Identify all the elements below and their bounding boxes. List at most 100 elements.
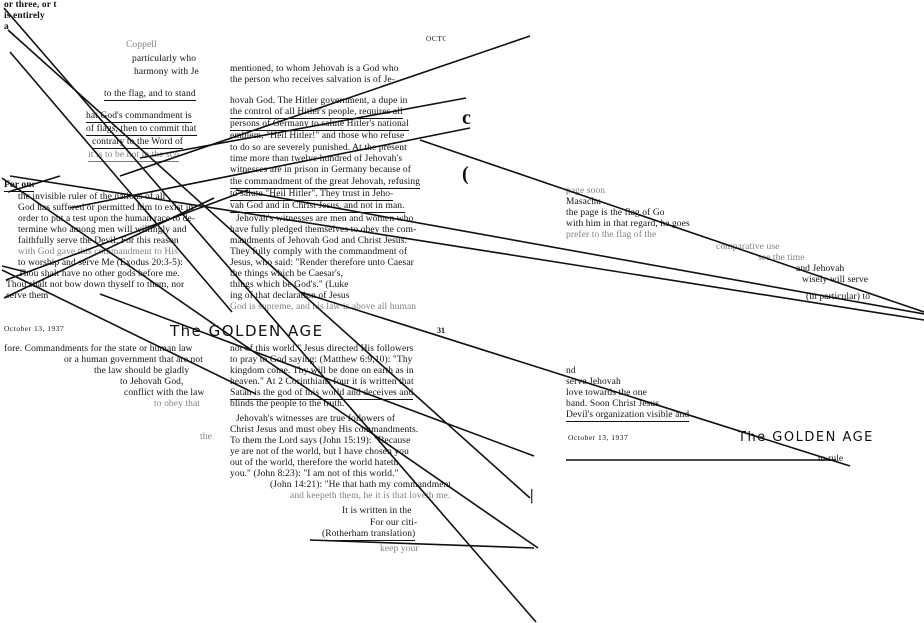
text-line: not of this world." Jesus directed His f… [230, 344, 414, 354]
text-line: blinds the people to the truth. [230, 399, 345, 409]
text-line: of flags, then to commit that [86, 124, 197, 136]
text-line: emblem, "Heil Hitler!" and those who ref… [230, 131, 405, 141]
fragment-center-upper: OCTO mentioned, to whom Jehovah is a God… [230, 34, 446, 314]
text-line: time more than twelve hundred of Jehovah… [230, 154, 403, 164]
text-line: mentioned, to whom Jehovah is a God who [230, 64, 399, 74]
fragment-right-block: page soon Masachu the page is the flag o… [566, 186, 906, 306]
text-line: persons of Germany to salute Hitler's na… [230, 119, 409, 131]
text-line: faithfully serve the Devil. For this rea… [18, 236, 179, 246]
text-line: comparative use [716, 242, 780, 252]
fragment-top-left: or three, or t is entirely a [4, 0, 134, 40]
text-line: ye are not of the world, but I have chos… [230, 447, 409, 457]
text-line: the law should be gladly [94, 366, 190, 376]
text-line: order to put a test upon the human race … [18, 214, 196, 224]
text-line: hat God's commandment is [86, 111, 192, 123]
text-line: or three, or t [4, 0, 57, 10]
text-line: fore. Commandments for the state or huma… [4, 344, 193, 354]
text-line: to the flag, and to stand [104, 89, 196, 101]
text-line: to pray to God saying: (Matthew 6:9,10):… [230, 355, 413, 365]
text-line: heaven." At 2 Corinthians four it is wri… [230, 377, 414, 387]
text-line: witnesses are in prison in Germany becau… [230, 165, 411, 175]
text-line: serve them [6, 291, 49, 301]
text-line: the [200, 432, 212, 442]
text-line: band. Soon Christ Jesus [566, 399, 660, 409]
text-line: kingdom come. Thy will be done on earth … [230, 366, 414, 376]
text-line: Thou shalt not bow down thyself to them,… [6, 280, 185, 290]
text-line: and keepeth them, he it is that loveth m… [290, 491, 450, 501]
text-line: to obey that [154, 399, 201, 409]
text-line: wisely will serve [802, 275, 869, 285]
text-line: God is supreme, and his law is above all… [230, 302, 417, 312]
text-line: vah God and in Christ Jesus, and not in … [230, 201, 405, 213]
fragment-right-lower: nd serve Jehovah love towards the one ba… [566, 366, 906, 476]
text-line: with him in that regard, he goes [566, 219, 690, 229]
text-line: harmony with Je [134, 67, 199, 77]
text-line: have fully pledged themselves to obey th… [230, 225, 417, 235]
text-line: conflict with the law [124, 388, 205, 398]
text-line: contrary to the Word of [92, 137, 184, 149]
text-line: (in particular) to [806, 292, 871, 302]
magazine-title: The GOLDEN AGE [170, 322, 324, 340]
text-line: see the time [758, 253, 805, 263]
text-line: keep your [380, 544, 419, 554]
text-line: Jesus, who said: "Render therefore unto … [230, 258, 414, 268]
text-line: It is written in the [342, 506, 412, 516]
text-line: nd [566, 366, 576, 376]
fragment-lower-center: not of this world." Jesus directed His f… [230, 344, 450, 584]
text-line: to salute "Heil Hitler". They trust in J… [230, 189, 394, 201]
text-line: you." (John 8:23): "I am not of this wor… [230, 469, 399, 479]
text-line: to Jehovah God, [120, 377, 184, 387]
text-line: to rule [818, 454, 844, 464]
text-line: the page is the flag of Go [566, 208, 665, 218]
text-line: the control of all Hitler's people, requ… [230, 107, 403, 119]
text-line: to do so are severely punished. At the p… [230, 143, 407, 153]
text-line: or a human government that are not [64, 355, 203, 365]
text-line: with God gave this commandment to His [18, 247, 178, 257]
text-line: love towards the one [566, 388, 647, 398]
text-line: (John 14:21): "He that hath my commandme… [270, 480, 450, 490]
footer-date: October 13, 1937 [4, 324, 65, 333]
fragment-lower-left: fore. Commandments for the state or huma… [4, 344, 222, 444]
text-line: Christ Jesus and must obey His commandme… [230, 425, 419, 435]
text-line: Coppell [126, 40, 157, 50]
fragment-left-middle: For one to pay reverence to the flag the… [4, 180, 222, 315]
text-line: particularly who [132, 54, 197, 64]
text-line: and Jehovah [796, 264, 845, 274]
fragment-left-upper: Coppell particularly who harmony with Je… [86, 40, 222, 180]
footer-date: October 13, 1937 [568, 433, 629, 442]
running-header: OCTO [426, 34, 446, 43]
magazine-title: The GOLDEN AGE [738, 430, 874, 445]
text-line: the invisible ruler of the nations of al… [18, 192, 166, 202]
text-line: it is to be not in the sco [88, 150, 179, 162]
text-line: termine who among men will willingly and [18, 225, 187, 235]
text-line: God has suffered or permitted him to exi… [18, 203, 194, 213]
text-line: (Rotherham translation) [322, 529, 416, 541]
text-line: a [4, 22, 9, 32]
text-line: Masachu [566, 197, 601, 207]
text-line: the things which be Caesar's, [230, 269, 344, 279]
bracket-mark: ( [462, 163, 469, 185]
text-line: Jehovah's witnesses are true followers o… [236, 414, 396, 424]
text-line: to worship and serve Me (Exodus 20:3-5): [18, 258, 183, 268]
text-line: prefer to the flag of the [566, 230, 657, 240]
text-line: page soon [566, 186, 606, 196]
bracket-mark: c [462, 107, 471, 129]
page-number: 31 [437, 326, 445, 335]
text-line: For one to pay reverence to the flag [4, 180, 34, 192]
text-line: serve Jehovah [566, 377, 621, 387]
text-line: is entirely [4, 11, 45, 21]
text-line: Jehovah's witnesses are men and women wh… [236, 214, 414, 224]
text-line: To them the Lord says (John 15:19): "Bec… [230, 436, 411, 446]
text-line: ing of that declaration of Jesus [230, 291, 350, 301]
text-line: hovah God. The Hitler government, a dupe… [230, 96, 408, 106]
text-line: Thou shalt have no other gods before me. [18, 269, 180, 279]
text-line: things which be God's." (Luke [230, 280, 349, 290]
bracket-mark: | [530, 487, 534, 504]
text-line: They fully comply with the commandment o… [230, 247, 408, 257]
text-line: the person who receives salvation is of … [230, 75, 395, 85]
text-line: the commandment of the great Jehovah, re… [230, 177, 421, 189]
text-line: Devil's organization visible and [566, 410, 690, 422]
text-line: For our citi- [370, 518, 418, 528]
text-line: out of the world, therefore the world ha… [230, 458, 399, 468]
